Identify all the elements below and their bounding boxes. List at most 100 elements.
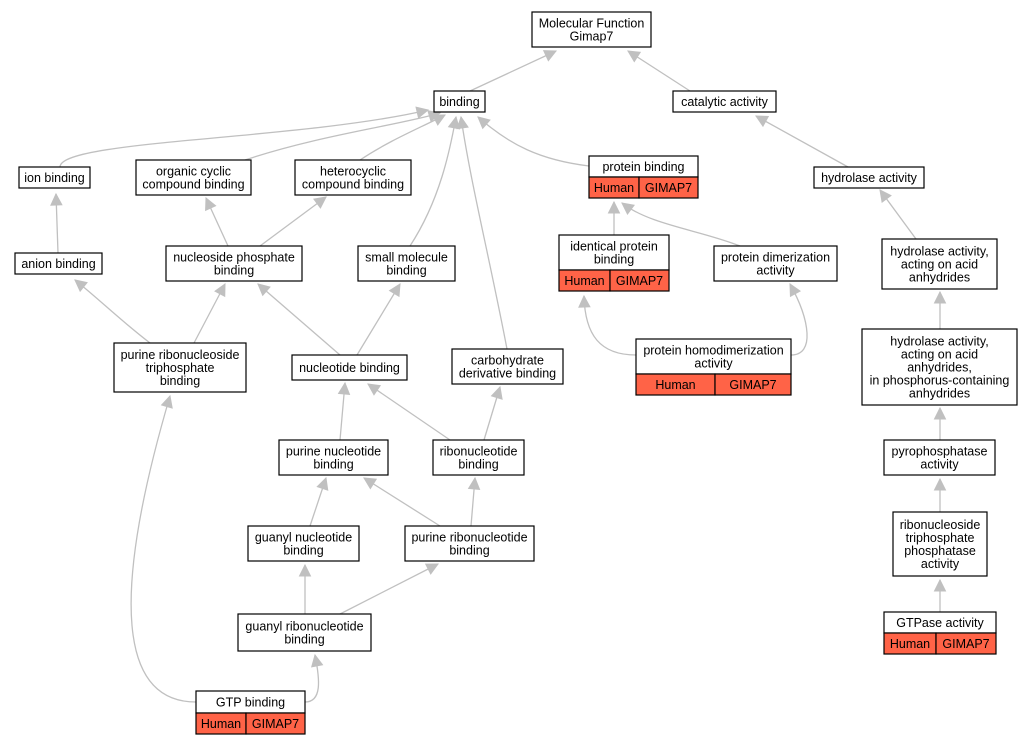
annotation-organism-label: Human xyxy=(890,637,930,651)
node-label-line: binding xyxy=(160,374,200,388)
annotation-gene-label: GIMAP7 xyxy=(252,717,299,731)
annotation-organism-label: Human xyxy=(564,274,604,288)
node-label-line: catalytic activity xyxy=(681,95,769,109)
edge-purineribo-to-ribonuc xyxy=(467,476,481,527)
node-ribotriphos[interactable]: ribonucleosidetriphosphatephosphataseact… xyxy=(892,511,988,577)
node-box xyxy=(451,348,564,385)
edge-identical-to-protein xyxy=(607,200,621,235)
node-label-line: binding xyxy=(313,458,353,472)
node-label-line: protein dimerization xyxy=(721,251,830,265)
node-label-line: in phosphorus-containing xyxy=(870,374,1010,388)
edge-ribonuc-to-nucleotide xyxy=(367,383,451,441)
node-binding[interactable]: binding xyxy=(433,90,486,113)
node-label-line: purine ribonucleoside xyxy=(121,348,240,362)
node-label-line: binding xyxy=(449,544,489,558)
node-label-line: binding xyxy=(439,95,479,109)
node-label-line: hydrolase activity, xyxy=(890,245,988,259)
node-label-line: Molecular Function xyxy=(539,17,645,31)
node-label-line: GTPase activity xyxy=(896,616,984,630)
node-box xyxy=(881,238,998,290)
node-box xyxy=(635,338,792,375)
node-ion[interactable]: ion binding xyxy=(18,166,91,189)
node-box xyxy=(433,90,486,113)
annotation-gene-label: GIMAP7 xyxy=(942,637,989,651)
annotation-organism-label: Human xyxy=(655,378,695,392)
node-box xyxy=(531,11,652,48)
edge-homodimer-to-dimer xyxy=(789,283,808,356)
node-label-line: hydrolase activity xyxy=(821,171,918,185)
node-label-line: guanyl nucleotide xyxy=(255,531,352,545)
edge-pyrophos-to-hydrophos xyxy=(933,406,947,440)
node-catalytic[interactable]: catalytic activity xyxy=(672,90,777,113)
edge-guanylribo-to-guanylnuc xyxy=(298,563,312,614)
edge-dimer-to-protein xyxy=(621,202,741,247)
annotation-gene-label: GIMAP7 xyxy=(645,181,692,195)
node-label-line: activity xyxy=(694,357,733,371)
node-label-line: organic cyclic xyxy=(156,165,231,179)
annotation-gene-label: GIMAP7 xyxy=(616,274,663,288)
node-box xyxy=(291,354,408,381)
node-label-line: binding xyxy=(386,264,426,278)
edge-hydroacid-to-hydrolase xyxy=(879,189,917,240)
node-label-line: hydrolase activity, xyxy=(890,335,988,349)
node-label-line: Gimap7 xyxy=(570,30,614,44)
node-label-line: binding xyxy=(594,253,634,267)
node-box xyxy=(883,439,996,476)
node-label-line: acting on acid xyxy=(901,258,978,272)
node-label-line: compound binding xyxy=(142,178,244,192)
node-box xyxy=(357,245,456,282)
node-hydrophos[interactable]: hydrolase activity,acting on acidanhydri… xyxy=(861,328,1018,406)
node-box xyxy=(278,439,389,476)
node-box xyxy=(861,328,1018,406)
node-label-line: anhydrides, xyxy=(907,361,972,375)
edge-nucleotide-to-nucphos xyxy=(257,283,341,356)
edges-layer xyxy=(50,50,947,703)
node-hydroacid[interactable]: hydrolase activity,acting on acidanhydri… xyxy=(881,238,998,290)
node-nucleotide[interactable]: nucleotide binding xyxy=(291,354,408,381)
edge-catalytic-to-mf xyxy=(627,50,691,92)
node-label-line: derivative binding xyxy=(459,367,556,381)
edge-smallmol-to-binding xyxy=(409,115,461,247)
node-label-line: activity xyxy=(921,557,960,571)
node-anion[interactable]: anion binding xyxy=(14,252,103,275)
node-box xyxy=(404,525,535,562)
node-box xyxy=(113,342,247,393)
edge-gtpase-to-ribotriphos xyxy=(933,578,947,612)
node-label-line: binding xyxy=(214,264,254,278)
edge-hydrolase-to-catalytic xyxy=(755,115,849,168)
node-box xyxy=(237,613,372,652)
edge-nucphos-to-orgcyclic xyxy=(205,196,229,247)
node-label-line: protein binding xyxy=(602,160,684,174)
node-label-line: purine nucleotide xyxy=(286,445,381,459)
annotation-gene-label: GIMAP7 xyxy=(729,378,776,392)
node-box xyxy=(294,159,412,196)
annotation-organism-label: Human xyxy=(594,181,634,195)
node-label-line: ribonucleoside xyxy=(900,518,981,532)
node-hydrolase[interactable]: hydrolase activity xyxy=(813,166,925,189)
node-box xyxy=(14,252,103,275)
node-label-line: activity xyxy=(920,458,959,472)
node-label-line: triphosphate xyxy=(906,531,975,545)
node-label-line: purine ribonucleotide xyxy=(411,531,527,545)
node-label-line: heterocyclic xyxy=(320,165,386,179)
